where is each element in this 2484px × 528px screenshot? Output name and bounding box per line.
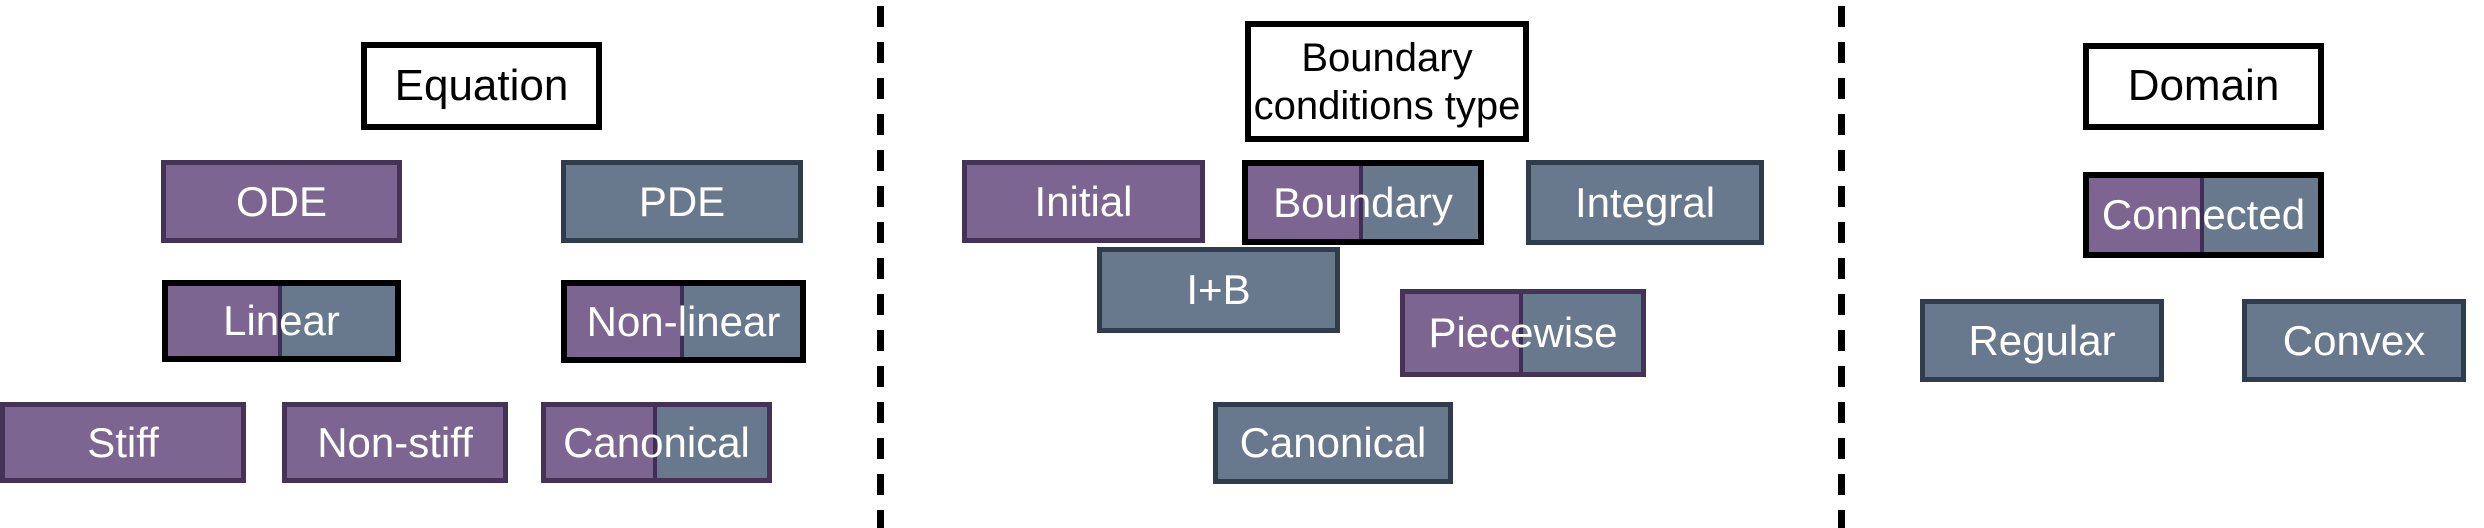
purple-half	[1248, 166, 1363, 239]
node-label: Piecewise	[1428, 309, 1618, 356]
node-label: Convex	[2282, 316, 2426, 364]
purple-half	[546, 407, 657, 478]
node-label: Non-linear	[586, 297, 781, 345]
node-label: Canonical	[563, 418, 750, 466]
node-label: Regular	[1968, 316, 2116, 364]
slate-half	[1523, 294, 1641, 372]
dashed-divider-1	[877, 6, 884, 528]
node-non-linear: Non-linear	[561, 280, 806, 363]
slate-half	[656, 407, 767, 478]
section-title-boundary-conditions: Boundary conditions type	[1245, 21, 1529, 142]
node-convex: Convex	[2242, 299, 2466, 382]
node-canonical-equation: Canonical	[541, 402, 772, 483]
node-ode: ODE	[161, 160, 402, 243]
section-title-equation: Equation	[361, 42, 602, 130]
slate-half	[1363, 166, 1478, 239]
node-connected: Connected	[2083, 172, 2324, 258]
purple-half	[2089, 178, 2204, 252]
node-label: Integral	[1574, 178, 1716, 226]
node-pde: PDE	[561, 160, 803, 243]
node-label: PDE	[638, 177, 726, 225]
node-initial: Initial	[962, 160, 1205, 243]
node-label: ODE	[235, 177, 327, 225]
node-label: Non-stiff	[317, 418, 473, 466]
slate-half	[683, 286, 800, 357]
title-line: conditions type	[1253, 83, 1521, 128]
node-non-stiff: Non-stiff	[282, 402, 508, 483]
dashed-divider-2	[1838, 6, 1845, 528]
title-line: Domain	[2127, 61, 2280, 111]
node-label: Boundary	[1273, 178, 1453, 226]
node-boundary: Boundary	[1242, 160, 1484, 245]
title-line: Equation	[394, 60, 569, 110]
node-label: Canonical	[1239, 419, 1427, 466]
section-title-domain: Domain	[2083, 43, 2324, 130]
node-integral: Integral	[1526, 160, 1764, 245]
purple-half	[567, 286, 684, 357]
node-regular: Regular	[1920, 299, 2164, 382]
node-label: I+B	[1186, 266, 1251, 313]
node-linear: Linear	[162, 280, 401, 362]
node-stiff: Stiff	[0, 402, 246, 483]
node-canonical-bc: Canonical	[1213, 402, 1453, 484]
title-line: Boundary	[1301, 35, 1473, 80]
node-label: Initial	[1034, 177, 1133, 225]
purple-half	[168, 286, 282, 356]
node-label: Connected	[2101, 191, 2306, 238]
node-i-plus-b: I+B	[1097, 247, 1340, 333]
purple-half	[1405, 294, 1523, 372]
node-piecewise: Piecewise	[1400, 289, 1646, 377]
slate-half	[2203, 178, 2318, 252]
slate-half	[281, 286, 395, 356]
node-label: Stiff	[87, 418, 159, 466]
node-label: Linear	[223, 297, 340, 344]
